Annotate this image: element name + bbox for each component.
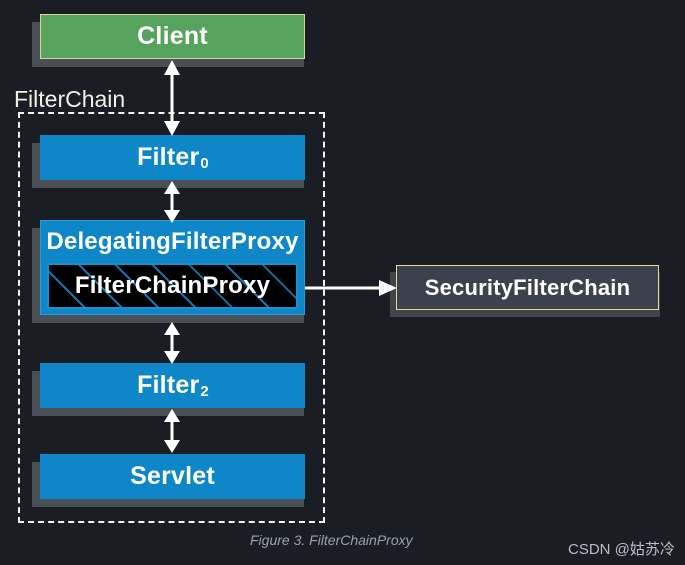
servlet-box-label: Servlet — [130, 462, 215, 490]
delegatingfilterproxy-box[interactable]: DelegatingFilterProxy FilterChainProxy — [40, 220, 305, 315]
delegatingfilterproxy-box-label: DelegatingFilterProxy — [46, 228, 299, 255]
arrow-filter0-delegatingfilterproxy — [164, 181, 180, 223]
arrow-filter2-servlet — [164, 409, 180, 453]
securityfilterchain-box[interactable]: SecurityFilterChain — [396, 265, 659, 310]
arrow-filterchainproxy-securityfilterchain — [305, 280, 397, 296]
securityfilterchain-box-label: SecurityFilterChain — [424, 274, 631, 300]
filter0-box-label: Filter — [137, 143, 200, 171]
servlet-box[interactable]: Servlet — [40, 454, 305, 499]
csdn-watermark: CSDN @姑苏冷 — [568, 541, 675, 558]
filterchainproxy-box[interactable]: FilterChainProxy — [47, 263, 298, 309]
arrow-delegatingfilterproxy-filter2 — [164, 322, 180, 364]
filterchain-group-label: FilterChain — [14, 86, 126, 112]
filter2-box-subscript: 2 — [200, 383, 209, 400]
filterchainproxy-box-label: FilterChainProxy — [74, 272, 271, 299]
filter2-box-label: Filter — [137, 371, 200, 399]
figure-caption: Figure 3. FilterChainProxy — [250, 532, 413, 548]
filter0-box-subscript: 0 — [200, 155, 209, 172]
arrow-client-filter0 — [164, 60, 180, 136]
client-box[interactable]: Client — [40, 14, 305, 59]
client-box-label: Client — [137, 22, 208, 50]
